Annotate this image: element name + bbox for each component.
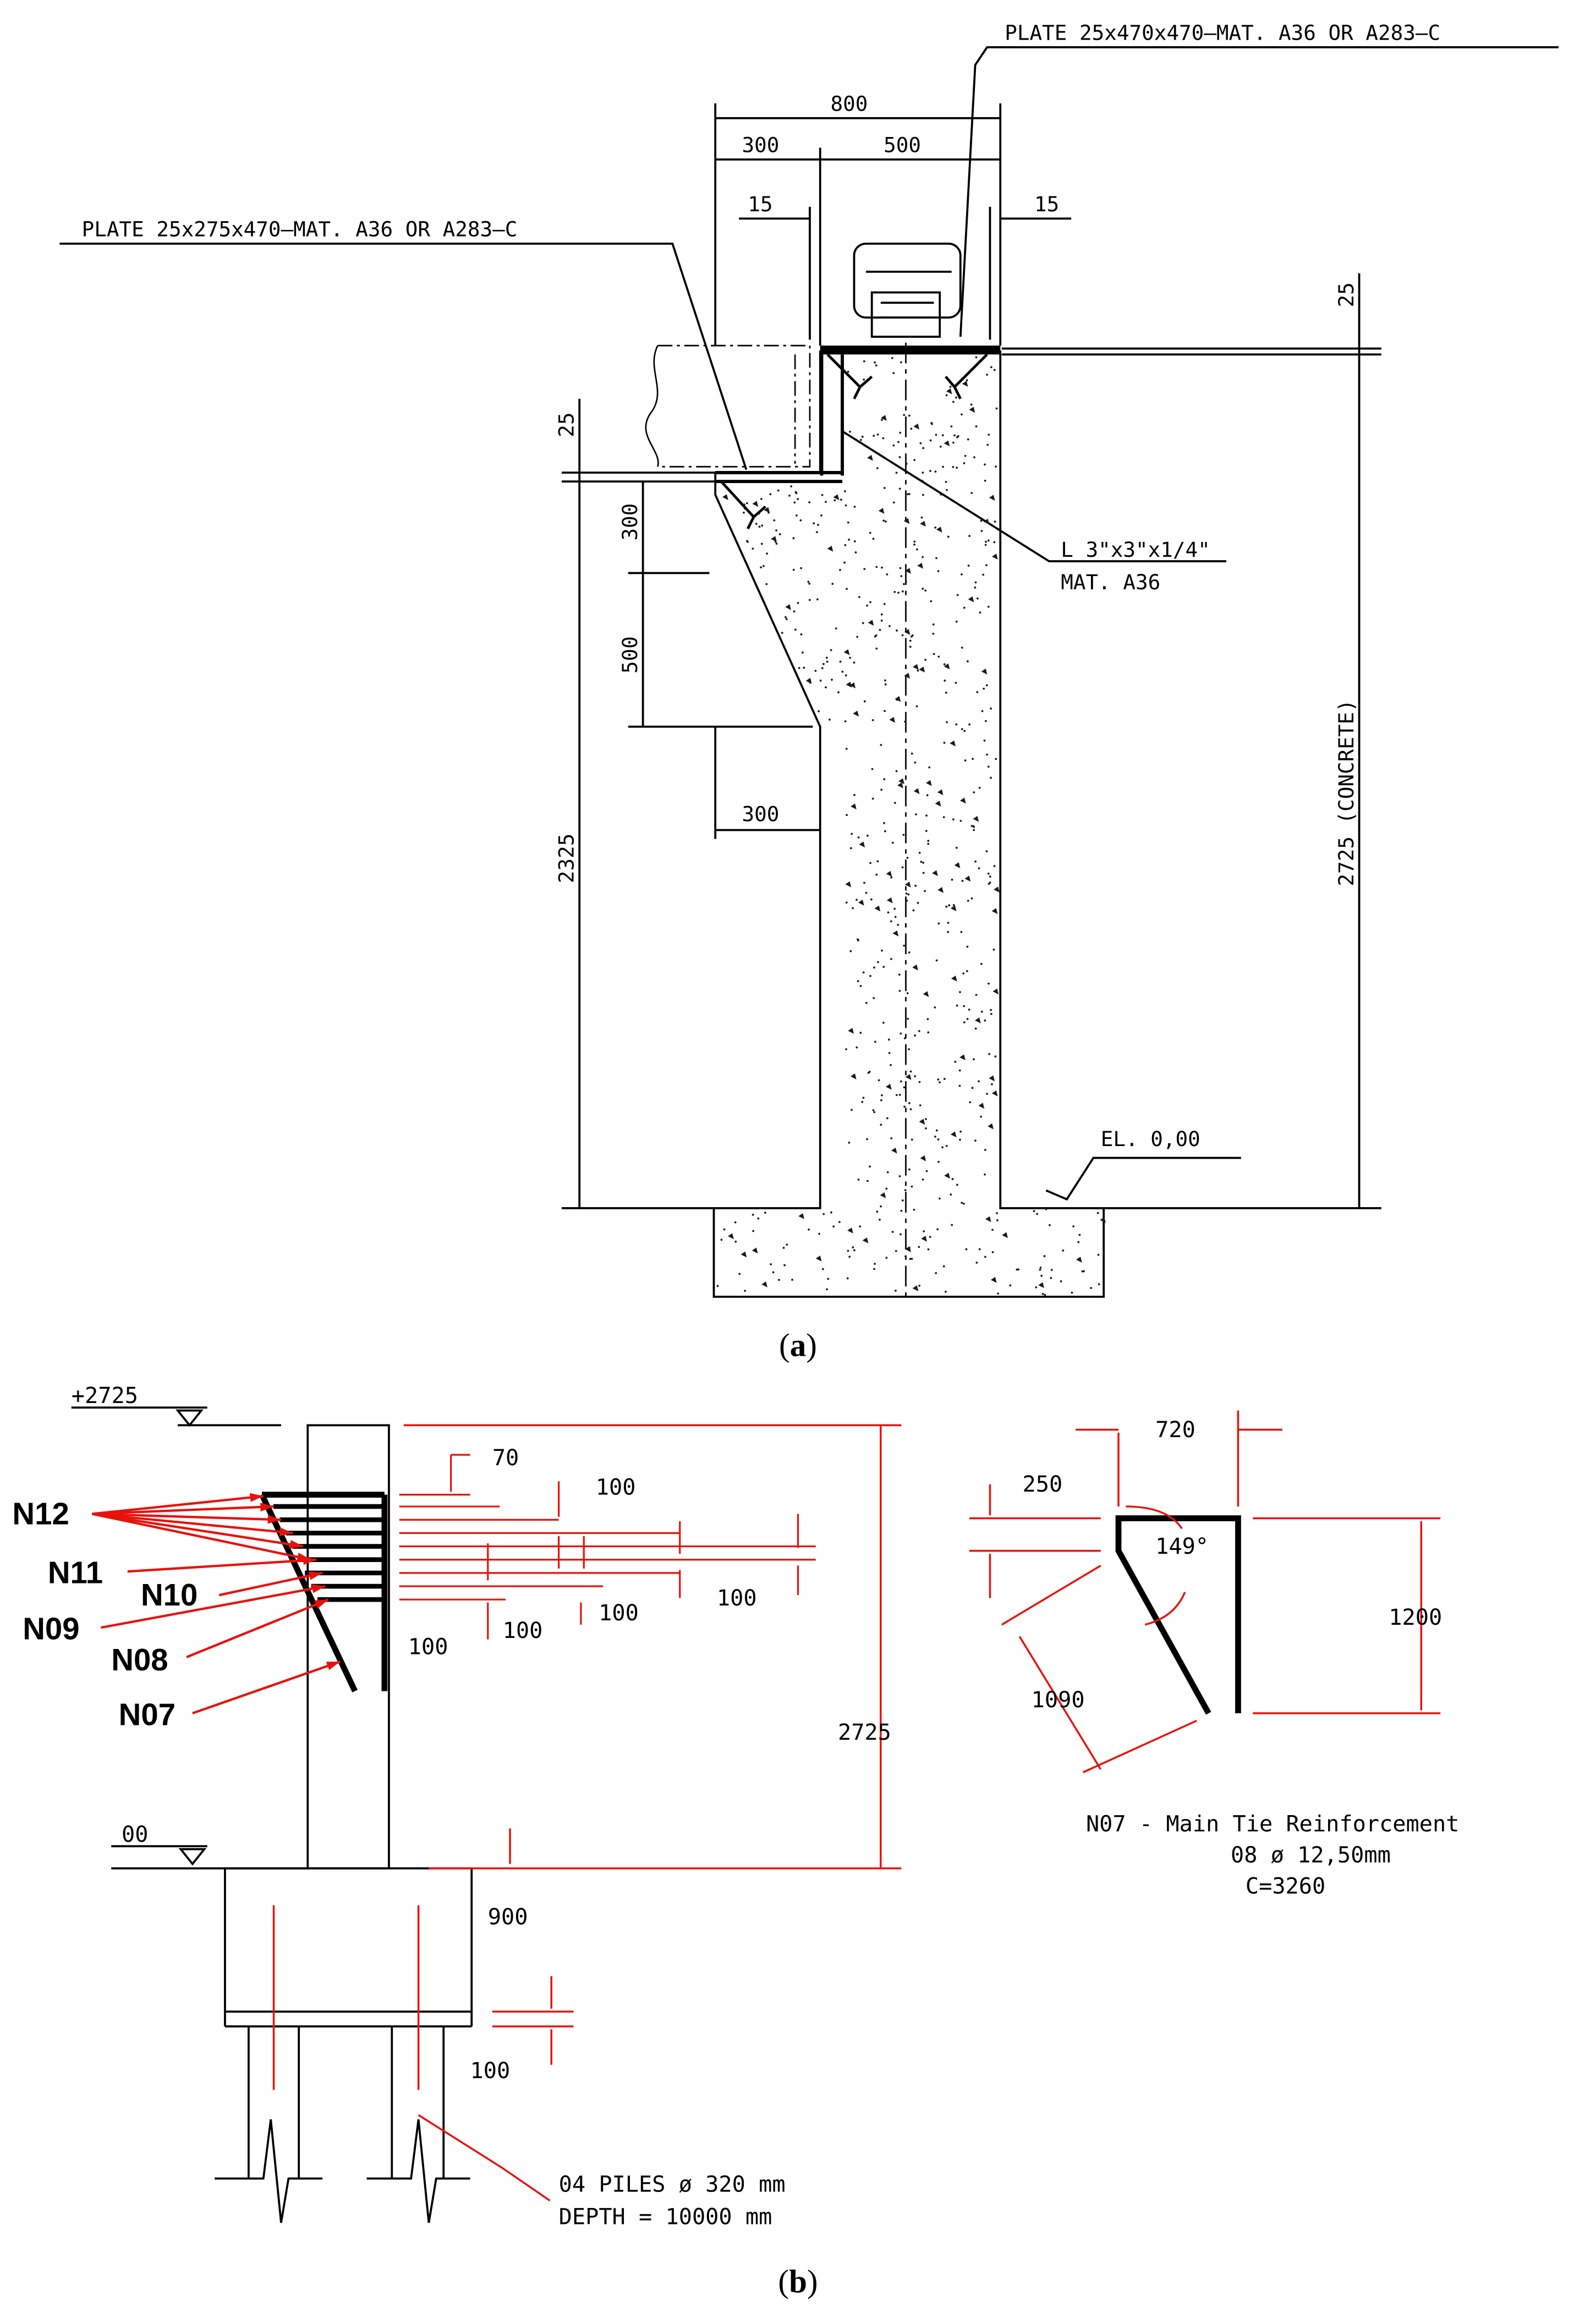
pile-cap	[224, 1867, 473, 2013]
plate-side-label: PLATE 25x275x470—MAT. A36 OR A283—C	[82, 217, 518, 242]
ground-level-label: 00	[122, 1822, 148, 1847]
n07-detail	[969, 1410, 1441, 1773]
pile-left	[215, 2026, 323, 2223]
detail-offset: 250	[1023, 1472, 1063, 1497]
detail-title: N07 - Main Tie Reinforcement	[1086, 1812, 1460, 1837]
detail-line2: 08 ø 12,50mm	[1231, 1843, 1391, 1868]
plate-side-leader	[59, 243, 748, 470]
angle-left	[715, 354, 844, 484]
seat-plate	[820, 346, 1001, 355]
bar-label-leaders	[91, 1493, 341, 1714]
plate-top-label: PLATE 25x470x470—MAT. A36 OR A283—C	[1005, 20, 1440, 45]
bar-label-n10: N10	[141, 1577, 198, 1612]
dim-height-2725: 2725 (CONCRETE)	[1334, 699, 1358, 886]
caption-b: (b)	[778, 2263, 818, 2299]
dim-step-300: 300	[618, 503, 642, 541]
angle-material-label: MAT. A36	[1061, 570, 1160, 594]
pile-right	[366, 2026, 470, 2223]
concrete-texture	[716, 356, 1106, 1296]
spacing-label: 100	[717, 1586, 757, 1611]
dim-gap-left: 15	[748, 192, 772, 216]
dim-corbel-300: 300	[742, 802, 779, 826]
panel-a	[59, 46, 1559, 1300]
caption-a: (a)	[779, 1327, 817, 1363]
panel-b-dims	[272, 1424, 902, 2202]
spacing-label: 70	[492, 1445, 519, 1471]
pile-offset-dim: 100	[470, 2058, 511, 2084]
detail-line3: C=3260	[1246, 1873, 1325, 1899]
detail-angle: 149°	[1155, 1534, 1209, 1559]
detail-diag: 1090	[1032, 1687, 1085, 1713]
elevation-leader	[1045, 1157, 1241, 1201]
bar-label-n07: N07	[119, 1697, 175, 1731]
angle-leader	[842, 430, 1226, 562]
detail-width: 720	[1155, 1417, 1195, 1443]
dim-left-width: 300	[742, 133, 779, 157]
bar-label-n08: N08	[111, 1642, 168, 1677]
plate-top-leader	[959, 46, 1559, 337]
n07-bar-shape	[1115, 1515, 1241, 1715]
pilecap-dim-900: 900	[488, 1905, 528, 1930]
dim-height-2325: 2325	[554, 834, 578, 884]
dim-gap-right: 15	[1034, 192, 1059, 216]
bar-label-n12: N12	[12, 1496, 69, 1531]
dim-plate-thk-right: 25	[1334, 282, 1358, 307]
spacing-label: 100	[408, 1635, 448, 1660]
tie-spacing-dims	[399, 1454, 816, 1640]
piles-note-1: 04 PILES ø 320 mm	[559, 2172, 786, 2198]
adjacent-beam	[657, 344, 811, 468]
spacing-labels: 70 100 100 100 100 100	[408, 1445, 757, 1660]
angle-label: L 3"x3"x1/4"	[1061, 538, 1210, 562]
panel-a-labels: PLATE 25x470x470—MAT. A36 OR A283—C PLAT…	[82, 20, 1441, 1151]
elevation-label: EL. 0,00	[1101, 1127, 1200, 1151]
weld-marks	[720, 353, 988, 530]
dim-right-width: 500	[884, 133, 921, 157]
detail-height: 1200	[1389, 1605, 1442, 1630]
piles-note-2: DEPTH = 10000 mm	[559, 2205, 772, 2230]
reinforcement-bars	[259, 1492, 388, 1692]
height-dim-2725: 2725	[838, 1720, 891, 1745]
panel-b-labels: +2725 00 2725 900 100 04 PILES ø 320 mm …	[72, 1383, 1460, 2230]
spacing-label: 100	[503, 1618, 543, 1643]
dim-total-width: 800	[831, 91, 868, 116]
panel-b	[71, 1406, 473, 2223]
bar-label-n11: N11	[48, 1555, 103, 1590]
equipment-base	[870, 291, 941, 338]
dim-plate-thk-left: 25	[554, 412, 578, 437]
top-level-label: +2725	[72, 1383, 138, 1409]
dim-haunch-500: 500	[618, 636, 642, 673]
spacing-label: 100	[596, 1475, 636, 1500]
spacing-label: 100	[599, 1601, 639, 1626]
equipment-box	[853, 243, 962, 319]
bar-label-n09: N09	[23, 1612, 79, 1646]
